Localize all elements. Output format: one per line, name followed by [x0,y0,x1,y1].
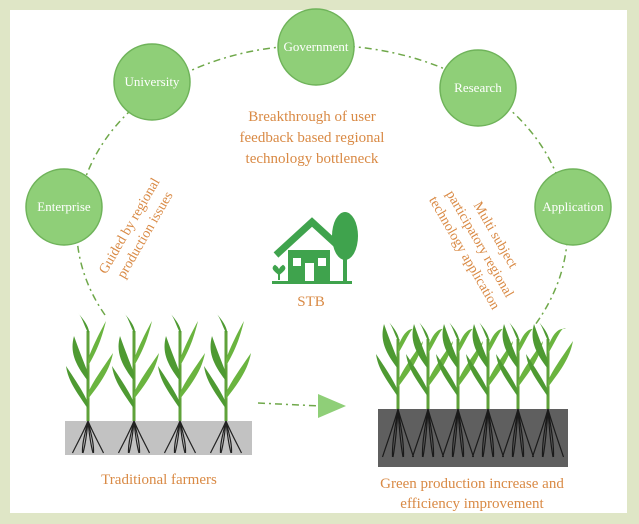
svg-text:feedback based regional: feedback based regional [240,130,385,146]
svg-text:Research: Research [454,80,502,95]
plant-icon [204,313,251,454]
svg-text:University: University [125,74,180,89]
left-statement: Guided by regional production issues [97,176,177,282]
right-statement: Multi subject participatory regional tec… [425,188,520,312]
plant-icon [112,313,159,454]
top-statement: Breakthrough of user feedback based regi… [240,109,385,167]
center-label: STB [297,294,325,310]
right-arrow-icon [257,394,346,418]
plants-green [376,321,573,458]
house-tree-icon [272,212,358,284]
plants-traditional [66,313,251,454]
node-university: University [113,43,191,121]
plant-icon [158,313,205,454]
svg-text:Application: Application [542,199,604,214]
node-government: Government [277,8,355,86]
caption-green-line1: Green production increase and [380,476,564,492]
svg-text:technology bottleneck: technology bottleneck [246,151,379,167]
plant-icon [66,313,113,454]
soil-green [378,409,568,467]
node-application: Application [534,168,612,246]
svg-text:Breakthrough of user: Breakthrough of user [248,109,375,125]
node-enterprise: Enterprise [25,168,103,246]
svg-text:Enterprise: Enterprise [37,199,91,214]
caption-traditional: Traditional farmers [101,472,217,488]
plant-icon [526,321,573,458]
svg-text:Government: Government [284,39,349,54]
caption-green-line2: efficiency improvement [400,496,544,512]
node-research: Research [439,49,517,127]
